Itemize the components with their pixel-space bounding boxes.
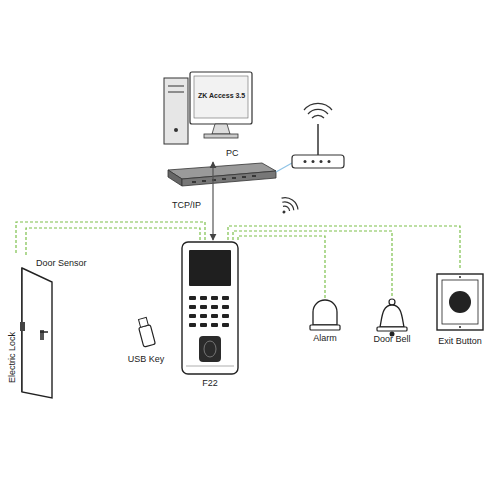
device-label: Alarm	[313, 333, 337, 344]
signal-wire	[16, 222, 205, 255]
terminal-node: F22	[177, 240, 243, 392]
usb-key	[137, 317, 156, 347]
alarm-siren	[310, 300, 340, 330]
wireless-router	[292, 103, 344, 168]
screen-text: ZK Access 3.5	[198, 92, 245, 100]
device-label: USB Key	[128, 354, 165, 365]
door	[20, 268, 52, 398]
network-cable	[276, 163, 292, 172]
device-label: Door Bell	[373, 334, 410, 345]
pc-monitor	[190, 72, 252, 138]
network-link	[212, 162, 213, 240]
button-node: Exit Button	[430, 270, 490, 349]
signal-wire	[238, 236, 325, 300]
device-label: Exit Button	[438, 336, 482, 347]
door-bell	[377, 299, 407, 337]
wifi-symbol	[275, 194, 301, 219]
device-label: F22	[202, 378, 218, 389]
device-label: Door Sensor	[36, 258, 87, 269]
signal-wire	[228, 226, 460, 270]
f22-terminal	[182, 242, 238, 374]
exit-button	[437, 274, 483, 330]
device-label: PC	[226, 148, 239, 159]
signal-wire	[233, 231, 392, 298]
usb-node: USB Key	[124, 314, 169, 368]
pc-node: ZK Access 3.5PC	[160, 62, 260, 162]
alarm-node: Alarm	[305, 300, 345, 346]
edge-label: TCP/IP	[171, 200, 202, 211]
door-node: Door SensorElectric Lock	[6, 255, 94, 397]
signal-wire	[26, 228, 200, 255]
pc-tower	[164, 78, 188, 144]
network-switch	[168, 163, 276, 186]
device-label: Electric Lock	[7, 332, 18, 383]
bell-node: Door Bell	[367, 298, 417, 347]
